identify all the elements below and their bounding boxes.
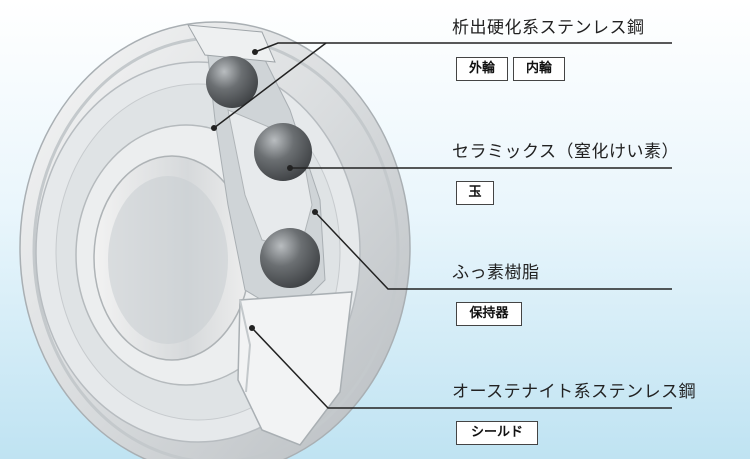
leader-line-ring-branch [213,42,327,129]
leader-dot-ball [287,165,293,171]
callout-label-precipitation-steel: 析出硬化系ステンレス鋼 [452,18,645,38]
leader-lines [213,42,672,409]
part-tag-ball: 玉 [456,181,494,205]
ball-3 [260,228,320,288]
leader-dots [211,49,318,331]
leader-dot-cage [312,209,318,215]
leader-line-ring [254,42,672,53]
shield-section [237,291,353,446]
callout-label-ceramics: セラミックス（窒化けい素） [452,142,679,162]
leader-dot-shield [249,325,255,331]
part-tag-cage: 保持器 [456,302,522,326]
part-tag-shield: シールド [456,421,538,445]
leader-dot-ring-branch [211,125,217,131]
ball-2 [254,123,312,181]
bore-inside [108,176,228,344]
callout-label-austenitic-steel: オーステナイト系ステンレス鋼 [452,382,697,402]
leader-line-shield [251,327,672,409]
part-tag-outer-ring: 外輪 [456,57,508,81]
shield-section-edge [239,299,252,393]
part-tag-inner-ring: 内輪 [513,57,565,81]
leader-line-cage [314,211,672,290]
ball-1 [206,56,258,108]
leader-dot-ring [252,49,258,55]
callout-label-fluororesin: ふっ素樹脂 [452,263,540,283]
